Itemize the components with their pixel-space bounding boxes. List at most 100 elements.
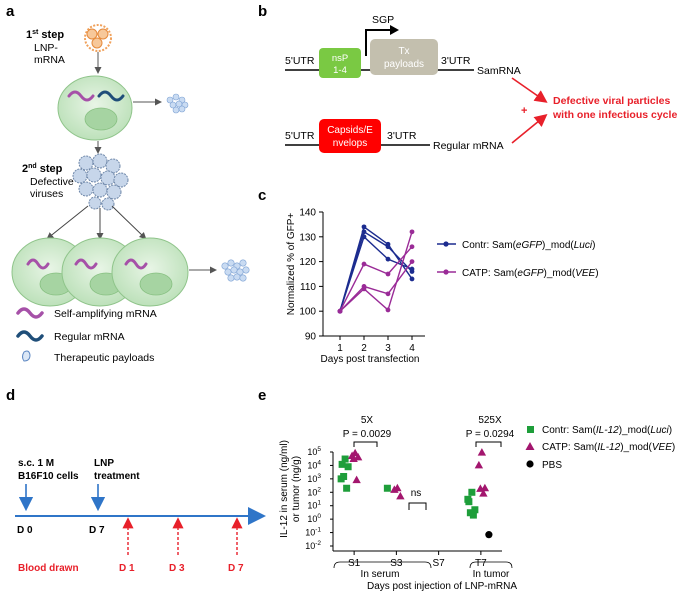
lnp-particle-icon [84,24,112,52]
payload-legend-icon [22,350,31,362]
chart-c-point [361,234,367,240]
chart-c-point [409,244,415,250]
chart-c-ytick-label: 110 [300,282,316,293]
utr3-bot: 3'UTR [387,130,417,142]
cell-row [11,237,189,307]
chart-e-ytick-label: 105 [307,446,321,457]
result-line-1: Defective viral particles [553,95,670,107]
t7-fold: 525X [478,415,502,426]
legend-payloads: Therapeutic payloads [54,352,154,364]
chart-c-ytick-label: 120 [299,257,316,268]
sgp-label: SGP [372,14,394,26]
chart-e-point-contr [469,511,477,519]
chart-c-point [385,271,391,277]
chart-e-point-contr [343,484,351,492]
chart-e-point-contr [338,460,346,468]
chart-e-point-catp [352,475,361,484]
chart-c-xtick-label: 2 [361,343,367,354]
s3-bracket [408,502,427,510]
lnp-line-2: treatment [94,471,140,482]
regular-mrna-strand-icon [97,90,125,102]
chart-e-point-contr [337,475,345,483]
merge-arrow-bottom [511,113,548,144]
panel-d: s.c. 1 M B16F10 cells LNP treatment D 0 … [15,458,266,574]
panel-letter-e: e [258,387,266,404]
chart-e-xtick-label: S1 [348,558,361,569]
panel-letter-b: b [258,3,267,20]
chart-c-point [409,259,415,264]
chart-e-legend-pbs-marker [526,460,534,468]
tumor-bracket [469,561,513,569]
chart-c-xlabel: Days post transfection [321,354,420,365]
chart-c-point [337,308,343,314]
chart-e-point-contr [344,463,352,471]
step2-line2: Defective [30,176,74,188]
utr3-top: 3'UTR [441,55,471,67]
chart-c-xtick-label: 3 [385,343,391,354]
chart-e-ytick-label: 103 [307,473,321,484]
plus-sign: + [521,105,527,117]
result-line-2: with one infectious cycle [552,109,677,121]
t7-bracket [475,441,502,447]
chart-e-ytick-label: 10-1 [305,527,321,538]
chart-c-point [361,261,367,267]
chart-e-ytick-label: 104 [307,459,321,470]
chart-e-point-catp [353,452,363,461]
regular-mrna-legend-icon [16,330,44,342]
chart-e-point-catp [349,454,358,463]
chart-e-point-catp [390,485,399,493]
step1-line2: LNP- [34,42,58,54]
panel-b: SGP 5'UTR nsP 1-4 Tx payloads 3'UTR SamR… [285,14,677,153]
chart-c-xtick-label: 1 [337,343,343,354]
chart-c-point [385,244,391,250]
chart-c-ytick-label: 100 [299,307,316,318]
nsp-label-1: nsP [332,53,348,64]
panel-letter-d: d [6,387,15,404]
chart-c-point [409,266,415,272]
panel-letter-a: a [6,3,15,20]
chart-c-legend-contr-marker [443,241,449,247]
chart-e-ytick-label: 101 [307,500,321,511]
chart-c-point [361,224,367,230]
chart-e-point-contr [341,455,349,463]
legend-regular: Regular mRNA [54,331,125,343]
chart-c-legend-contr: Contr: Sam(eGFP)_mod(Luci) [462,240,595,251]
step2-label: 2nd step [22,163,63,175]
chart-c-legend-catp: CATP: Sam(eGFP)_mod(VEE) [462,268,599,279]
chart-c-point [385,291,391,297]
utr5-bot: 5'UTR [285,130,315,142]
chart-c-ytick-label: 140 [299,208,316,219]
chart-e-ylabel-2: or tumor (ng/g) [291,456,302,522]
sgp-promoter-arrow [365,29,392,56]
chart-e-legend-contr-marker [527,426,534,433]
chart-e-legend-catp: CATP: Sam(IL-12)_mod(VEE) [542,442,675,453]
chart-c-point [361,286,367,292]
chart-e-xtick-label: S7 [433,558,446,569]
in-tumor-label: In tumor [473,569,510,580]
chart-e-point-catp [479,489,488,497]
chart-e-ytick-label: 100 [307,513,321,524]
nsp-label-2: 1-4 [333,65,347,76]
blood-d1-label: D 1 [119,563,135,574]
chart-c-point [361,229,367,235]
chart-e-point-contr [471,506,479,514]
chart-c-series-line [339,235,413,312]
s1-bracket [353,441,378,447]
chart-e-point-contr [383,484,391,492]
chart-c-ylabel: Normalized % of GFP+ [286,213,297,316]
tx-payloads-box [370,39,438,75]
merge-arrow-top [511,77,548,103]
chart-c-series-line [339,261,413,312]
chart-e-legend-pbs: PBS [542,460,562,471]
serum-bracket [333,561,432,569]
chart-c-xtick-label: 4 [409,343,415,354]
chart-e-ytick-label: 10-2 [305,540,321,551]
blood-d7-label: D 7 [228,563,244,574]
chart-e-legend-contr: Contr: Sam(IL-12)_mod(Luci) [542,425,672,436]
in-serum-label: In serum [361,569,400,580]
chart-e-xtick-label: T7 [475,558,487,569]
chart-c-series-line [339,231,413,312]
utr5-top: 5'UTR [285,55,315,67]
chart-e-point-pbs [485,531,493,539]
